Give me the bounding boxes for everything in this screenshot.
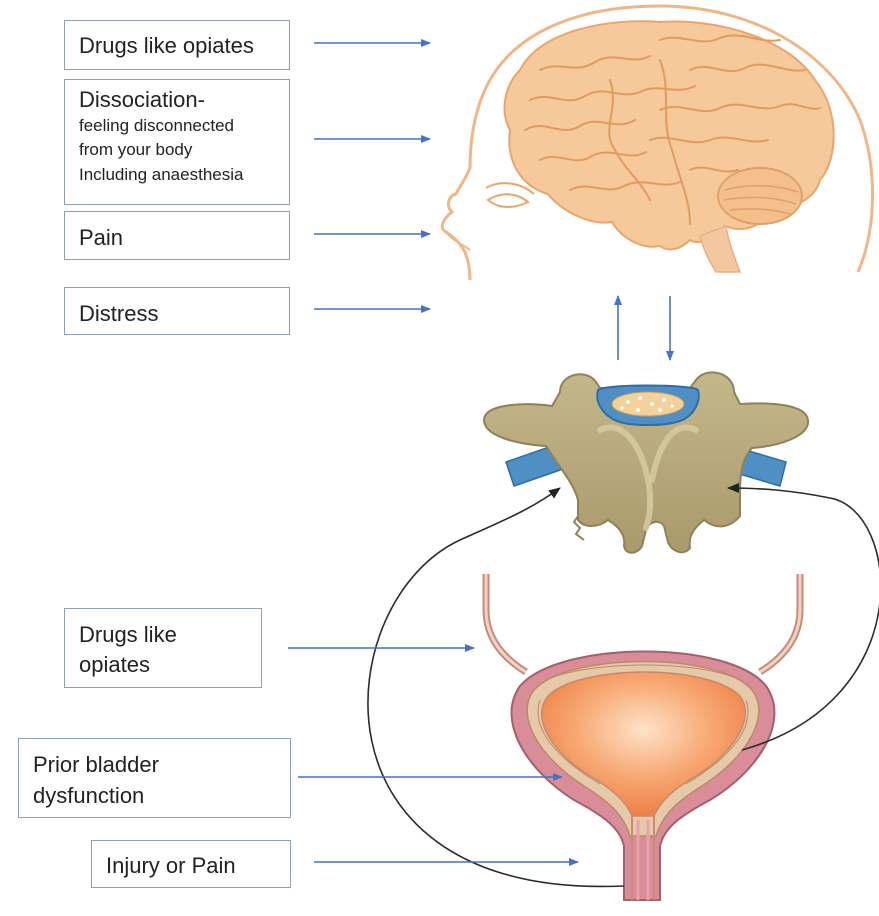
label-dissociation-line3: Including anaesthesia (79, 163, 279, 188)
label-dissociation: Dissociation- feeling disconnected from … (64, 79, 290, 205)
label-dissociation-title: Dissociation- (79, 86, 279, 114)
spinal-vertebra-illustration (484, 372, 808, 552)
label-prior-dysfunction: Prior bladder dysfunction (18, 738, 291, 818)
label-injury: Injury or Pain (91, 840, 291, 888)
label-distress-text: Distress (79, 300, 279, 328)
label-dissociation-line1: feeling disconnected (79, 114, 279, 139)
label-brain-drugs: Drugs like opiates (64, 20, 290, 70)
label-distress: Distress (64, 287, 290, 335)
brain-head-illustration (442, 6, 872, 280)
label-brain-drugs-text: Drugs like opiates (79, 32, 279, 60)
label-bladder-drugs-text: Drugs like opiates (79, 620, 219, 679)
label-pain: Pain (64, 211, 290, 260)
label-dissociation-line2: from your body (79, 138, 279, 163)
label-pain-text: Pain (79, 224, 279, 252)
label-injury-text: Injury or Pain (106, 852, 280, 880)
bladder-illustration (486, 574, 800, 900)
label-prior-dysfunction-text: Prior bladder dysfunction (33, 750, 203, 812)
label-bladder-drugs: Drugs like opiates (64, 608, 262, 688)
